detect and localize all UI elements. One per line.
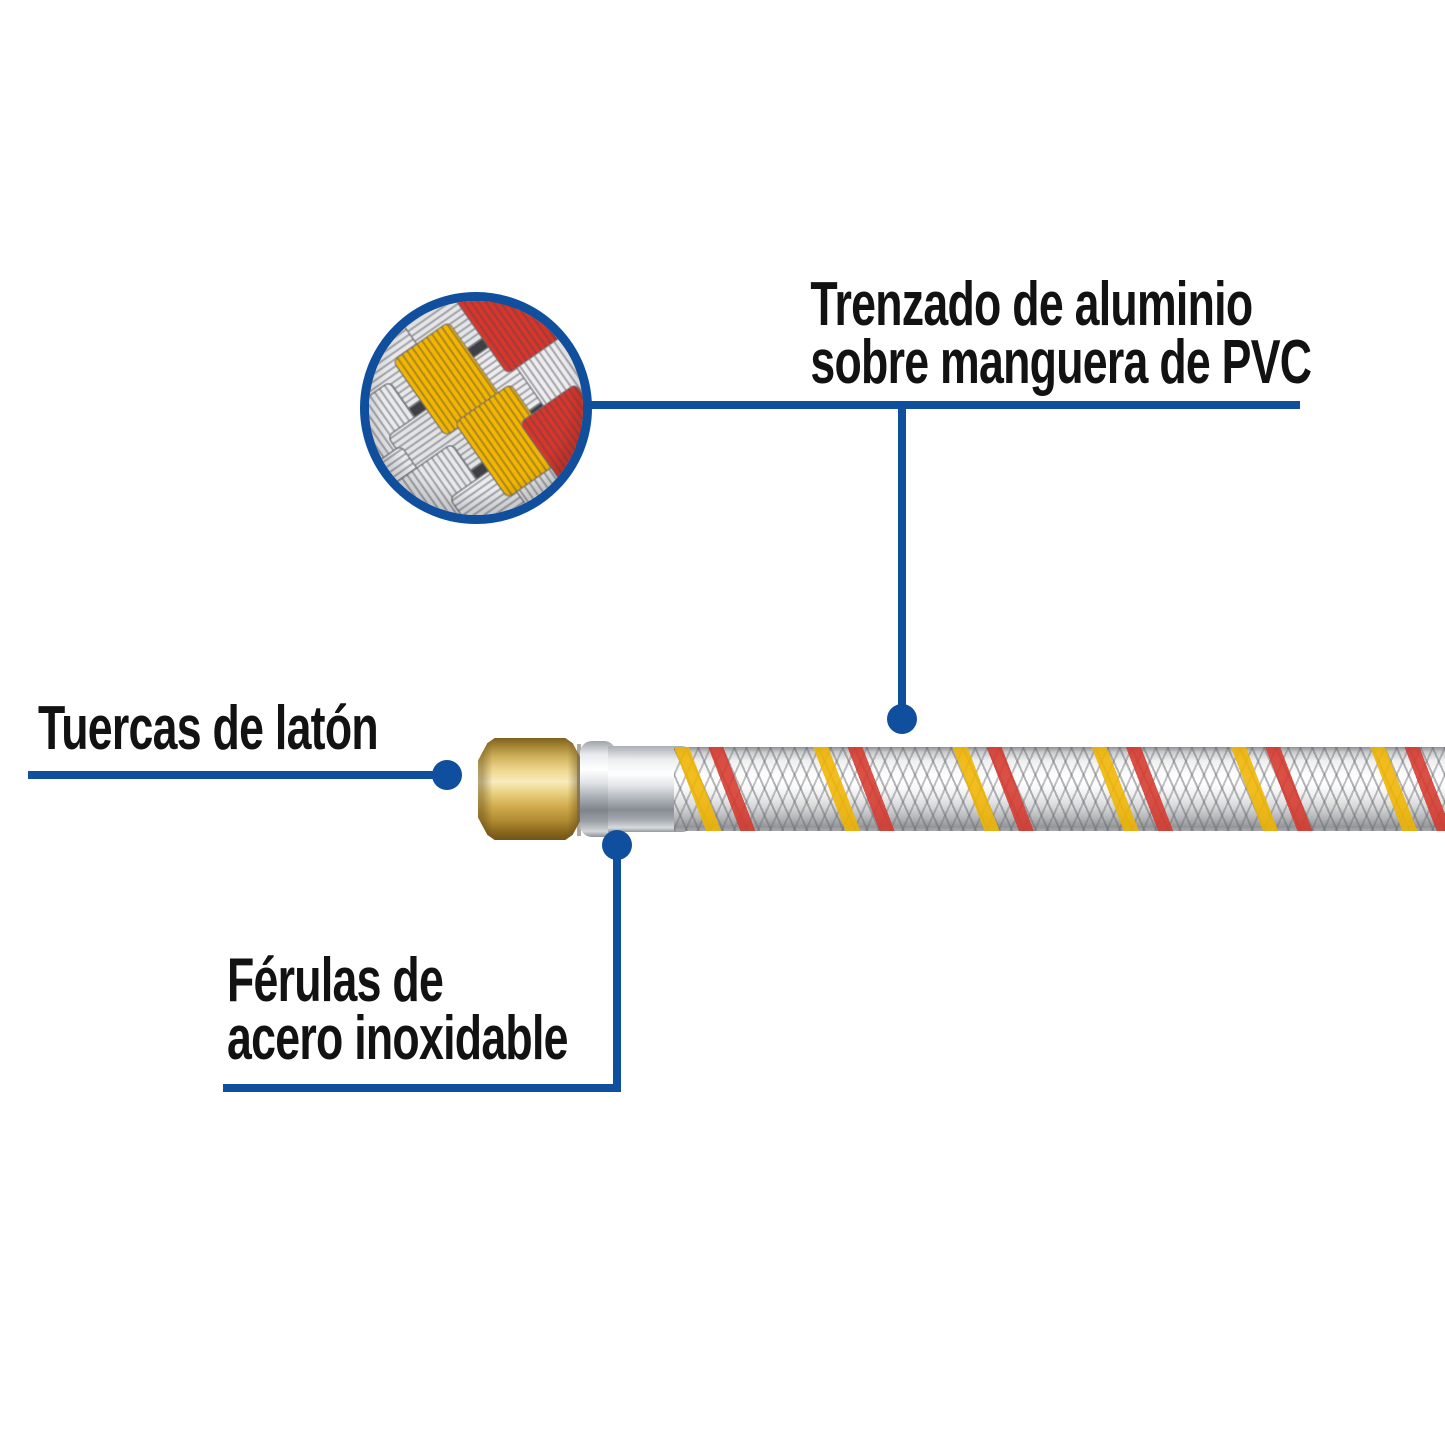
trenzado-label-line2: sobre manguera de PVC: [810, 328, 1312, 397]
ferulas-callout-line-vertical: [613, 845, 621, 1092]
braid-closeup-art: [369, 301, 583, 515]
nut-ferrule-seam: [577, 744, 581, 836]
ferulas-label-line1: Férulas de: [227, 946, 444, 1015]
tuercas-callout-dot: [432, 760, 462, 790]
ferulas-label: Férulas de acero inoxidable: [227, 946, 568, 1073]
trenzado-callout-line-vertical: [898, 401, 906, 707]
ferulas-label-line2: acero inoxidable: [227, 1004, 568, 1073]
trenzado-callout-dot: [887, 704, 917, 734]
tuercas-label: Tuercas de latón: [38, 694, 379, 763]
trenzado-label-line1: Trenzado de aluminio: [810, 270, 1253, 339]
ferulas-callout-line-horizontal: [223, 1084, 621, 1092]
trenzado-callout-line-horizontal: [588, 401, 1300, 409]
brass-nut: [478, 738, 582, 840]
braid-closeup-magnifier: [360, 292, 592, 524]
tuercas-callout-line: [28, 771, 448, 779]
trenzado-label: Trenzado de aluminio sobre manguera de P…: [810, 270, 1312, 397]
braided-hose: [674, 747, 1445, 831]
